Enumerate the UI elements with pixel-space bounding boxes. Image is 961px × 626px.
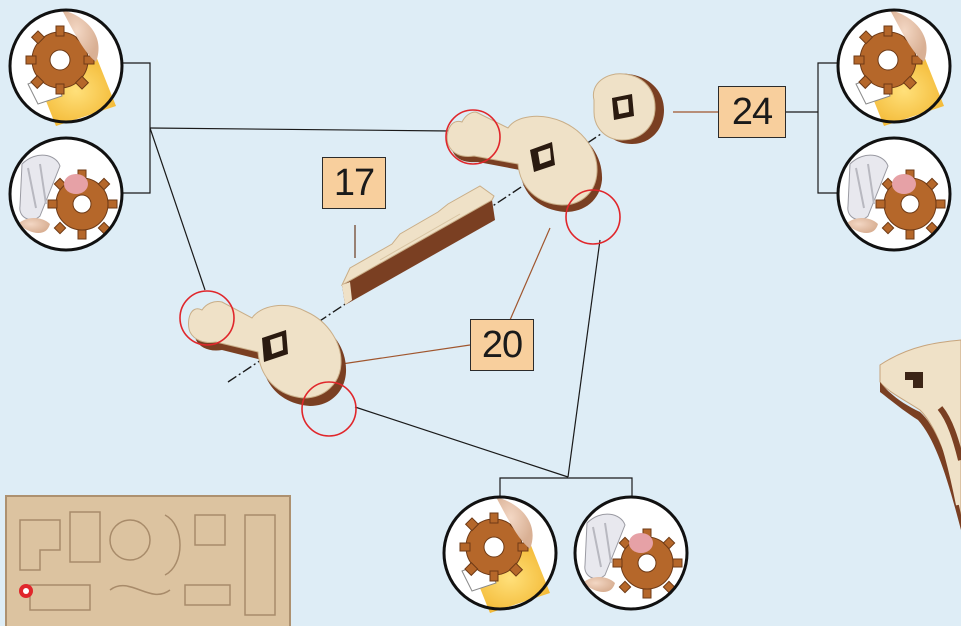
part-number-24: 24 xyxy=(718,86,786,138)
gear-wax-icon xyxy=(836,136,952,252)
cam-part-20-lower xyxy=(188,301,347,406)
gear-wax-icon xyxy=(8,136,124,252)
next-step-part-preview xyxy=(879,339,961,530)
leader-lines xyxy=(122,62,848,497)
parts-board-thumbnail xyxy=(5,495,291,626)
part-number-20: 20 xyxy=(470,319,534,371)
disc-part-24 xyxy=(592,73,664,144)
gear-wax-icon xyxy=(573,495,689,611)
cam-part-20-upper xyxy=(446,111,603,212)
shaft-part-17 xyxy=(340,185,495,305)
part-number-17: 17 xyxy=(322,157,386,209)
glue-point-highlights xyxy=(179,109,621,437)
